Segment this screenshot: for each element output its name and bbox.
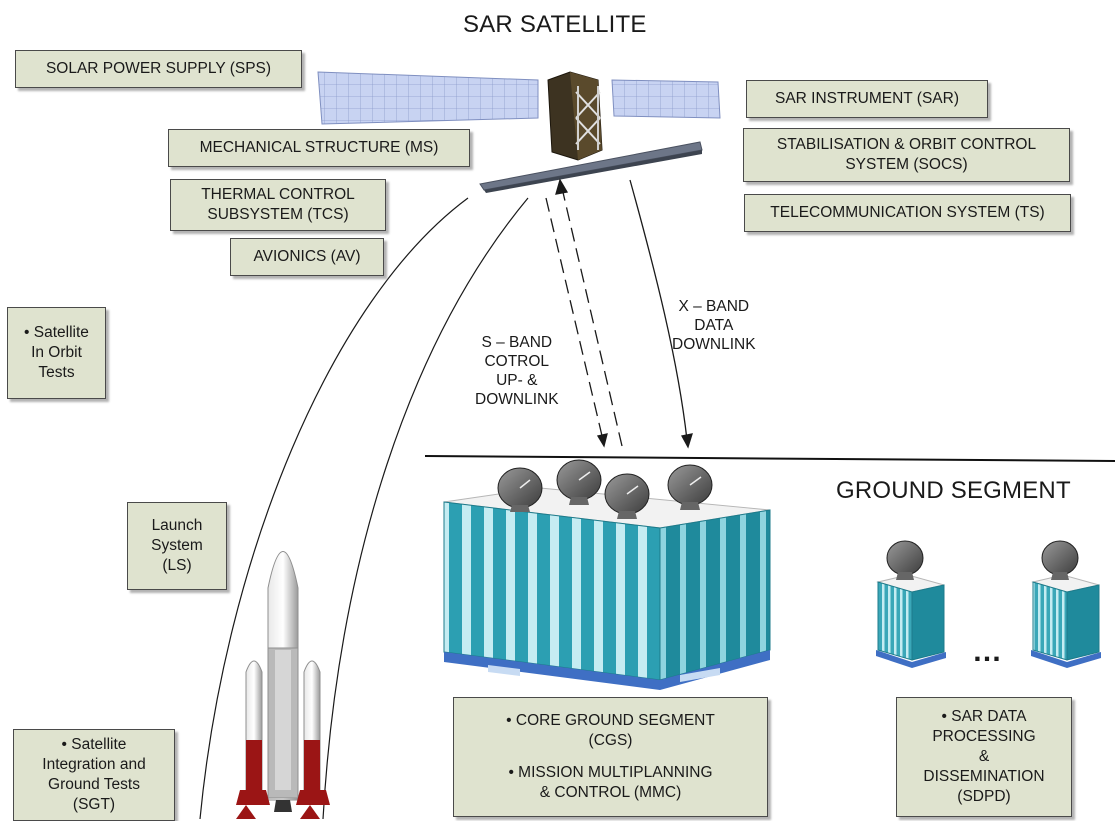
satellite-dish-icon — [604, 473, 650, 519]
subsystem-box-socs: STABILISATION & ORBIT CONTROL SYSTEM (SO… — [743, 128, 1070, 182]
activity-label: In Orbit — [31, 344, 82, 361]
activity-label: System — [151, 537, 203, 554]
subsystem-box-sar: SAR INSTRUMENT (SAR) — [746, 80, 988, 118]
ground-box-label: • SAR DATA — [941, 708, 1027, 725]
launch-rocket-illustration — [236, 551, 330, 819]
s-band-label-line: S – BAND — [481, 334, 553, 351]
ground-box-label: & CONTROL (MMC) — [539, 784, 682, 801]
satellite-dish-icon — [667, 464, 713, 510]
left-solar-panel — [317, 71, 539, 125]
subsystem-box-ms: MECHANICAL STRUCTURE (MS) — [168, 129, 470, 167]
subsystem-box-sps: SOLAR POWER SUPPLY (SPS) — [15, 50, 302, 88]
subsystem-label: STABILISATION & ORBIT CONTROL — [776, 136, 1037, 153]
s-band-label: S – BAND COTROL UP- & DOWNLINK — [475, 333, 559, 409]
ground-box-sdpd: • SAR DATA PROCESSING & DISSEMINATION (S… — [896, 697, 1072, 817]
satellite-illustration — [317, 71, 721, 193]
activity-box-in-orbit-tests: • Satellite In Orbit Tests — [7, 307, 106, 399]
sdpd-building-right — [1031, 574, 1101, 668]
launch-trajectory-lines — [199, 197, 529, 819]
s-band-label-line: UP- & — [496, 372, 538, 389]
right-solar-panel — [611, 79, 721, 119]
satellite-dish-icon — [556, 459, 602, 505]
ground-box-label: DISSEMINATION — [923, 768, 1045, 785]
sdpd-building-left — [876, 574, 946, 668]
ground-box-label: • MISSION MULTIPLANNING — [508, 764, 713, 781]
activity-label: Ground Tests — [48, 776, 140, 793]
activity-box-ground-tests: • Satellite Integration and Ground Tests… — [13, 729, 175, 821]
subsystem-label: SUBSYSTEM (TCS) — [207, 206, 349, 223]
subsystem-box-av: AVIONICS (AV) — [230, 238, 384, 276]
activity-label: • Satellite — [24, 324, 89, 341]
subsystem-label: THERMAL CONTROL — [201, 186, 355, 203]
satellite-dish-icon — [886, 540, 924, 580]
satellite-dish-icon — [497, 467, 543, 512]
subsystem-label: MECHANICAL STRUCTURE (MS) — [199, 139, 439, 156]
ground-segment-title: GROUND SEGMENT — [836, 477, 1071, 504]
core-ground-building — [443, 487, 771, 690]
activity-label: • Satellite — [61, 736, 127, 753]
sar-antenna — [479, 141, 703, 193]
activity-label: (SGT) — [72, 796, 116, 813]
activity-label: Integration and — [42, 756, 146, 773]
subsystem-label: SOLAR POWER SUPPLY (SPS) — [45, 60, 272, 77]
ground-box-label: & — [978, 748, 990, 765]
ground-box-label: • CORE GROUND SEGMENT — [506, 712, 715, 729]
satellite-body — [547, 71, 603, 161]
ground-segment-divider — [424, 455, 1115, 462]
s-band-label-line: COTROL — [484, 353, 550, 370]
subsystem-label: TELECOMMUNICATION SYSTEM (TS) — [770, 204, 1045, 221]
activity-label: Launch — [151, 517, 203, 534]
x-band-label-line: DOWNLINK — [672, 336, 756, 353]
ground-box-cgs-mmc: • CORE GROUND SEGMENT (CGS) • MISSION MU… — [453, 697, 768, 817]
subsystem-label: SYSTEM (SOCS) — [845, 156, 968, 173]
satellite-dish-icon — [1041, 540, 1079, 580]
subsystem-label: SAR INSTRUMENT (SAR) — [774, 90, 959, 107]
activity-label: (LS) — [162, 557, 192, 574]
ground-box-label: (SDPD) — [957, 788, 1011, 805]
ground-box-label: (CGS) — [588, 732, 633, 749]
subsystem-box-ts: TELECOMMUNICATION SYSTEM (TS) — [744, 194, 1071, 232]
activity-label: Tests — [38, 364, 75, 381]
x-band-label-line: X – BAND — [678, 298, 750, 315]
more-buildings-ellipsis: … — [972, 635, 1005, 668]
x-band-label: X – BAND DATA DOWNLINK — [672, 297, 756, 354]
satellite-title: SAR SATELLITE — [463, 11, 647, 38]
s-band-link-lines — [545, 178, 623, 448]
subsystem-label: AVIONICS (AV) — [253, 248, 361, 265]
subsystem-box-tcs: THERMAL CONTROL SUBSYSTEM (TCS) — [170, 179, 386, 231]
activity-box-launch-system: Launch System (LS) — [127, 502, 227, 590]
x-band-link-line — [629, 179, 693, 449]
ground-box-label: PROCESSING — [932, 728, 1036, 745]
x-band-label-line: DATA — [694, 317, 734, 334]
s-band-label-line: DOWNLINK — [475, 391, 559, 408]
